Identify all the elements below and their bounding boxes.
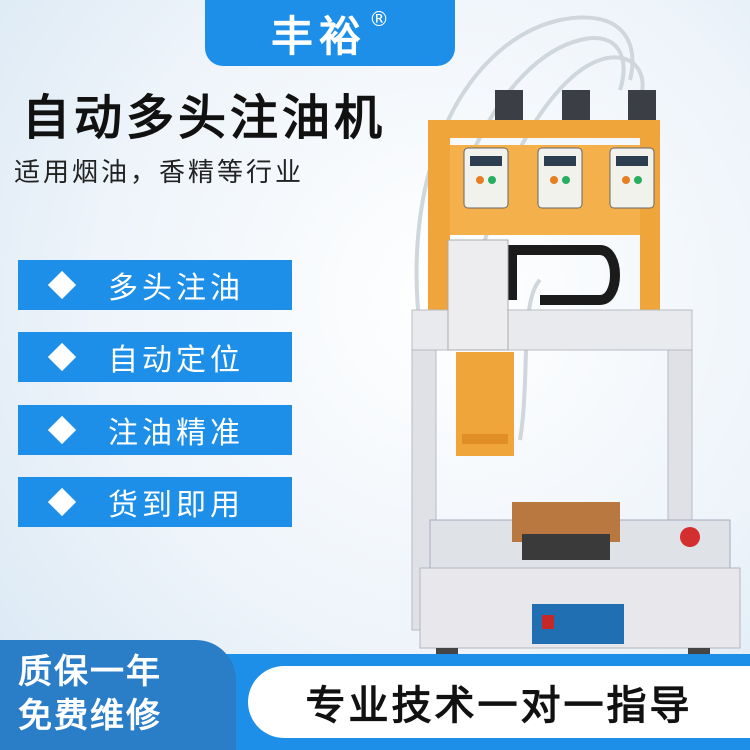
brand-name: 丰裕 <box>270 11 367 61</box>
diamond-icon <box>47 270 77 300</box>
feature-label: 货到即用 <box>108 488 244 523</box>
feature-label: 自动定位 <box>108 343 244 378</box>
product-subtitle: 适用烟油，香精等行业 <box>14 158 305 188</box>
diamond-icon <box>47 342 77 372</box>
diamond-icon <box>47 487 77 517</box>
registered-mark: ® <box>369 7 389 31</box>
machine-illustration <box>411 15 741 660</box>
feature-item-1: 多头注油 <box>18 260 292 310</box>
feature-label: 注油精准 <box>108 416 244 451</box>
feature-item-4: 货到即用 <box>18 477 292 527</box>
brand-banner: 丰裕 ® <box>205 0 455 66</box>
product-title: 自动多头注油机 <box>22 90 387 146</box>
feature-item-3: 注油精准 <box>18 405 292 455</box>
diamond-icon <box>47 415 77 445</box>
support-banner: 专业技术一对一指导 <box>248 666 750 738</box>
feature-item-2: 自动定位 <box>18 332 292 382</box>
feature-label: 多头注油 <box>108 271 244 306</box>
warranty-line2: 免费维修 <box>18 696 162 736</box>
warranty-badge: 质保一年 免费维修 <box>0 640 236 750</box>
warranty-line1: 质保一年 <box>18 652 162 692</box>
